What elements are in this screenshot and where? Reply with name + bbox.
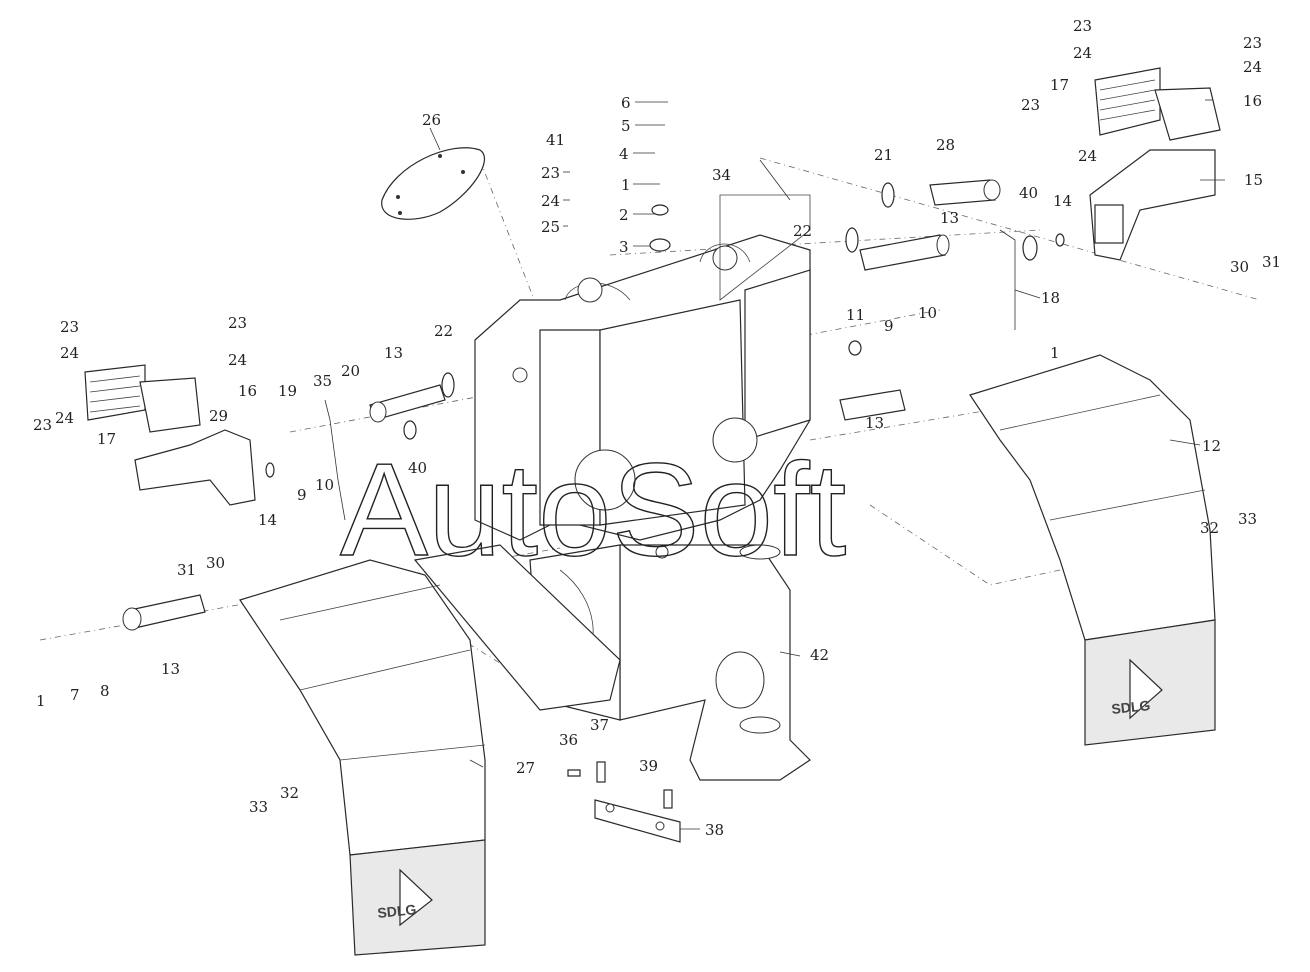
callout-33: 33 (249, 798, 268, 816)
callout-32: 32 (280, 784, 299, 802)
callout-5: 5 (621, 117, 631, 135)
callout-23: 23 (541, 164, 560, 182)
callout-24: 24 (541, 192, 560, 210)
callout-25: 25 (541, 218, 560, 236)
callout-18: 18 (1041, 289, 1060, 307)
callout-42: 42 (810, 646, 829, 664)
callout-19: 19 (278, 382, 297, 400)
callout-30: 30 (1230, 258, 1249, 276)
callout-29: 29 (209, 407, 228, 425)
callout-16: 16 (1243, 92, 1262, 110)
callout-15: 15 (1244, 171, 1263, 189)
callout-6: 6 (621, 94, 631, 112)
callout-8: 8 (100, 682, 110, 700)
callout-23: 23 (60, 318, 79, 336)
callout-17: 17 (97, 430, 116, 448)
callout-28: 28 (936, 136, 955, 154)
callout-24: 24 (55, 409, 74, 427)
callout-16: 16 (238, 382, 257, 400)
callout-33: 33 (1238, 510, 1257, 528)
logo-left: SDLG (377, 901, 417, 921)
callout-26: 26 (422, 111, 441, 129)
right-bracket (1089, 149, 1216, 261)
leaders (469, 99, 1225, 830)
callout-39: 39 (639, 757, 658, 775)
callout-38: 38 (705, 821, 724, 839)
callout-23: 23 (33, 416, 52, 434)
callout-21: 21 (874, 146, 893, 164)
callout-35: 35 (313, 372, 332, 390)
callout-10: 10 (918, 304, 937, 322)
callout-23: 23 (1021, 96, 1040, 114)
wire-harness (324, 229, 1016, 521)
callout-40: 40 (1019, 184, 1038, 202)
pins (122, 179, 1001, 631)
callout-30: 30 (206, 554, 225, 572)
callout-11: 11 (846, 306, 865, 324)
callout-4: 4 (619, 145, 629, 163)
callout-12: 12 (1202, 437, 1221, 455)
callout-17: 17 (1050, 76, 1069, 94)
hinge-plate (567, 761, 681, 843)
logo-right: SDLG (1111, 697, 1151, 717)
callout-labels: 6 5 41 4 1 2 3 23 24 25 26 34 21 28 22 1… (33, 17, 1281, 839)
callout-41: 41 (546, 131, 565, 149)
callout-7: 7 (70, 686, 80, 704)
callout-10: 10 (315, 476, 334, 494)
callout-36: 36 (559, 731, 578, 749)
callout-37: 37 (590, 716, 609, 734)
left-arm (413, 544, 621, 711)
callout-34: 34 (712, 166, 731, 184)
callout-24: 24 (60, 344, 79, 362)
callout-13: 13 (940, 209, 959, 227)
callout-23: 23 (1243, 34, 1262, 52)
callout-1: 1 (36, 692, 46, 710)
callout-23: 23 (228, 314, 247, 332)
callout-20: 20 (341, 362, 360, 380)
washers (265, 182, 1065, 478)
callout-13: 13 (384, 344, 403, 362)
left-fender: SDLG (239, 559, 486, 956)
callout-24: 24 (1073, 44, 1092, 62)
left-step (84, 364, 201, 433)
left-bracket (134, 429, 256, 506)
callout-23: 23 (1073, 17, 1092, 35)
callout-32: 32 (1200, 519, 1219, 537)
callout-22: 22 (793, 222, 812, 240)
callout-1: 1 (621, 176, 631, 194)
callout-3: 3 (619, 238, 629, 256)
callout-9: 9 (884, 317, 894, 335)
mounting-plate (381, 127, 486, 220)
callout-27: 27 (516, 759, 535, 777)
callout-14: 14 (258, 511, 277, 529)
callout-24: 24 (1078, 147, 1097, 165)
right-fender: SDLG (969, 354, 1216, 746)
callout-2: 2 (619, 206, 629, 224)
callout-14: 14 (1053, 192, 1072, 210)
callout-24: 24 (228, 351, 247, 369)
watermark: AutoSoft (340, 436, 846, 583)
callout-1: 1 (1050, 344, 1060, 362)
callout-13: 13 (865, 414, 884, 432)
callout-31: 31 (1262, 253, 1281, 271)
callout-40: 40 (408, 459, 427, 477)
callout-31: 31 (177, 561, 196, 579)
front-frame (474, 159, 811, 541)
callout-13: 13 (161, 660, 180, 678)
callout-22: 22 (434, 322, 453, 340)
callout-9: 9 (297, 486, 307, 504)
right-step (1094, 67, 1221, 141)
callout-24: 24 (1243, 58, 1262, 76)
